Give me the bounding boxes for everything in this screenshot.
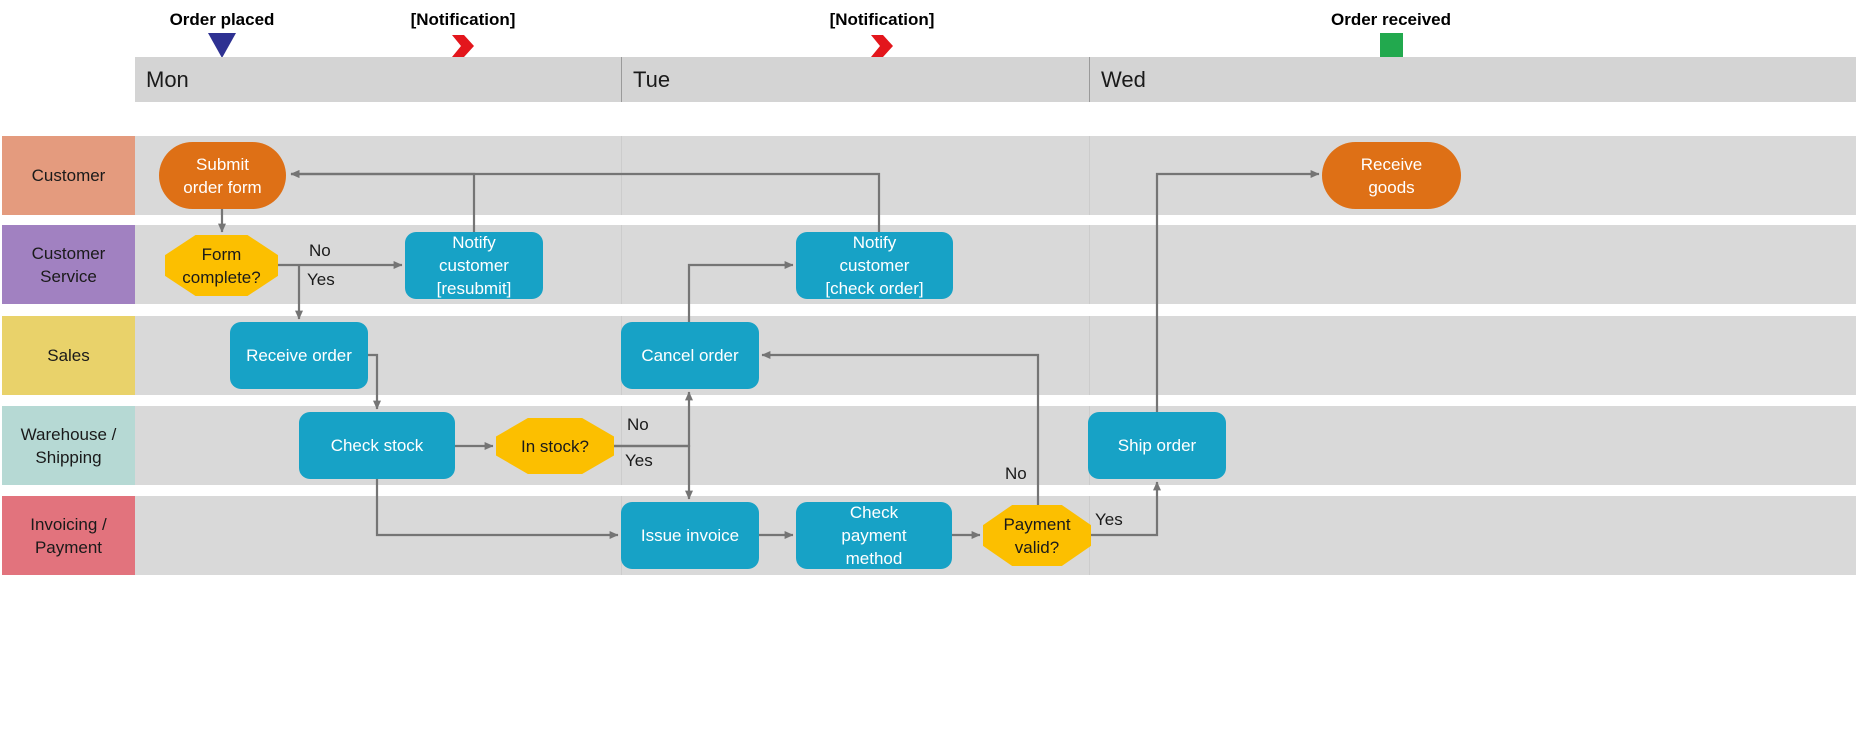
node-label: Notify customer [check order] xyxy=(825,233,924,298)
node-in-stock[interactable]: In stock? xyxy=(496,418,614,474)
day-divider xyxy=(621,225,1089,304)
day-divider xyxy=(1089,496,1856,575)
timeline-day-label: Tue xyxy=(633,67,671,92)
lane-header-customer-service: Customer Service xyxy=(2,225,135,304)
edge-label-text: No xyxy=(627,415,649,434)
edge-label-text: No xyxy=(1005,464,1027,483)
node-label: Receive order xyxy=(246,346,352,365)
node-label: Issue invoice xyxy=(640,526,740,545)
edge-label-text: Yes xyxy=(625,451,653,470)
lane-body-customer-service xyxy=(135,225,1856,304)
edge-label-payment-valid-yes: Yes xyxy=(1095,509,1123,531)
node-label: Payment valid? xyxy=(1003,514,1071,557)
lane-body-customer xyxy=(135,136,1856,215)
lane-label: Customer xyxy=(31,166,106,185)
node-label: Receive goods xyxy=(1360,154,1423,197)
day-divider xyxy=(1089,225,1856,304)
lane-header-invoicing-payment: Invoicing / Payment xyxy=(2,496,135,575)
milestone-notification-1: [Notification] xyxy=(373,10,553,59)
timeline-day-wed: Wed xyxy=(1089,57,1856,102)
milestone-label: [Notification] xyxy=(410,10,516,29)
milestone-label: [Notification] xyxy=(829,10,935,29)
lane-header-sales: Sales xyxy=(2,316,135,395)
lane-body-sales xyxy=(135,316,1856,395)
day-divider xyxy=(1089,136,1856,215)
edge-label-text: No xyxy=(309,241,331,260)
milestone-label: Order received xyxy=(1330,10,1451,29)
milestone-order-received: Order received xyxy=(1301,10,1481,60)
node-form-complete[interactable]: Form complete? xyxy=(165,235,278,296)
node-receive-order[interactable]: Receive order xyxy=(230,322,368,389)
node-label: In stock? xyxy=(520,436,590,456)
timeline-day-mon: Mon xyxy=(135,57,621,102)
chevron-right-marker-icon xyxy=(450,33,476,59)
node-issue-invoice[interactable]: Issue invoice xyxy=(621,502,759,569)
lane-header-customer: Customer xyxy=(2,136,135,215)
edge-label-in-stock-yes: Yes xyxy=(625,450,653,472)
node-label: Ship order xyxy=(1117,436,1197,455)
node-check-payment-method[interactable]: Check payment method xyxy=(796,502,952,569)
milestone-order-placed: Order placed xyxy=(132,10,312,58)
day-divider xyxy=(621,136,1089,215)
lane-label: Warehouse / Shipping xyxy=(20,424,117,467)
lane-label: Sales xyxy=(47,346,90,365)
milestone-notification-2: [Notification] xyxy=(792,10,972,59)
node-payment-valid[interactable]: Payment valid? xyxy=(983,505,1091,566)
timeline-bar: Mon Tue Wed xyxy=(135,57,1856,102)
node-submit-order-form[interactable]: Submit order form xyxy=(159,142,286,209)
node-label: Cancel order xyxy=(641,346,739,365)
edge-label-text: Yes xyxy=(307,270,335,289)
node-label: Notify customer [resubmit] xyxy=(436,233,512,298)
node-notify-customer-check-order[interactable]: Notify customer [check order] xyxy=(796,232,953,299)
node-notify-customer-resubmit[interactable]: Notify customer [resubmit] xyxy=(405,232,543,299)
timeline-day-tue: Tue xyxy=(621,57,1089,102)
square-marker-icon xyxy=(1379,33,1403,60)
node-label: Form complete? xyxy=(182,244,261,287)
node-ship-order[interactable]: Ship order xyxy=(1088,412,1226,479)
node-cancel-order[interactable]: Cancel order xyxy=(621,322,759,389)
edge-label-form-complete-no: No xyxy=(309,240,331,262)
chevron-right-marker-icon xyxy=(869,33,895,59)
node-label: Check stock xyxy=(330,436,424,455)
triangle-down-marker-icon xyxy=(208,33,236,58)
edge-label-in-stock-no: No xyxy=(627,414,649,436)
lane-label: Invoicing / Payment xyxy=(30,514,107,557)
milestone-label: Order placed xyxy=(169,10,275,29)
lane-label: Customer Service xyxy=(31,243,106,286)
timeline-day-label: Mon xyxy=(146,67,189,92)
node-label: Check payment method xyxy=(841,503,907,568)
day-divider xyxy=(1089,316,1856,395)
node-label: Submit order form xyxy=(183,154,262,197)
lane-header-warehouse-shipping: Warehouse / Shipping xyxy=(2,406,135,485)
node-receive-goods[interactable]: Receive goods xyxy=(1322,142,1461,209)
edge-label-payment-valid-no: No xyxy=(1005,463,1027,485)
node-check-stock[interactable]: Check stock xyxy=(299,412,455,479)
timeline-day-label: Wed xyxy=(1101,67,1146,92)
edge-label-text: Yes xyxy=(1095,510,1123,529)
edge-label-form-complete-yes: Yes xyxy=(307,269,335,291)
